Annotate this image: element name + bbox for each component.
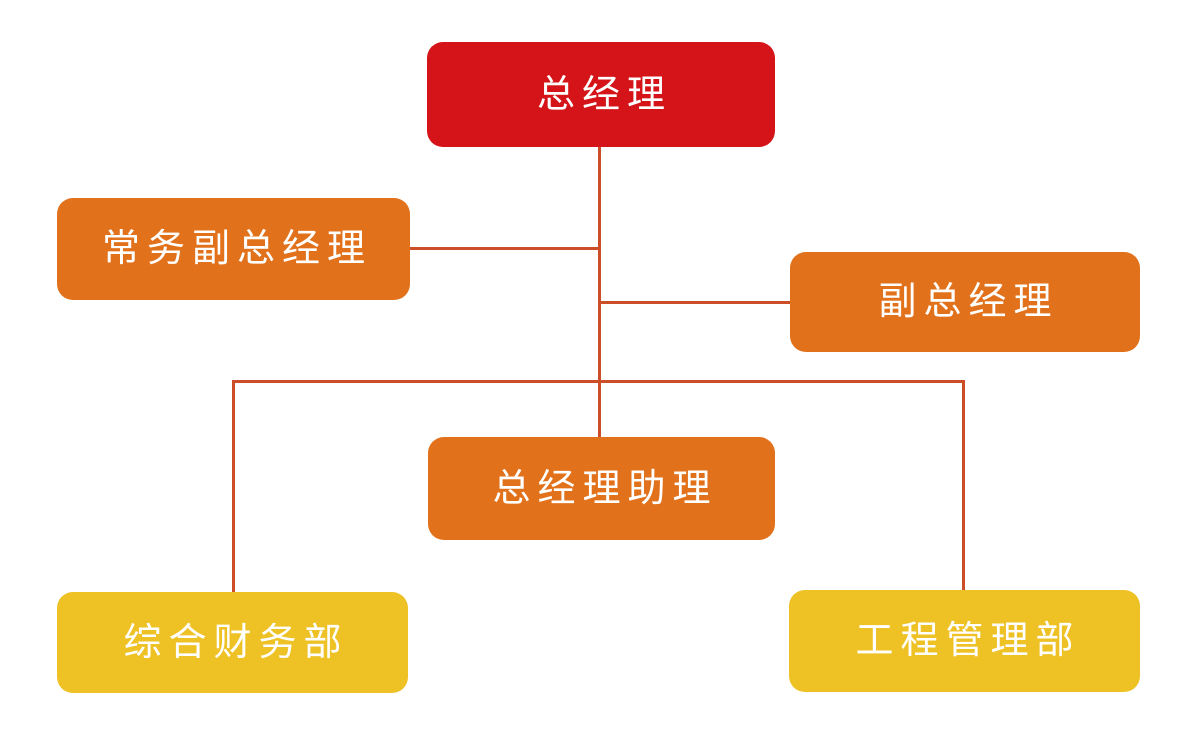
connector-drop-right bbox=[962, 380, 965, 591]
connector-bottom-horizontal bbox=[232, 380, 965, 383]
org-node-general-manager-assistant: 总经理助理 bbox=[428, 437, 775, 540]
connector-branch-right bbox=[600, 301, 790, 304]
connector-center-vertical bbox=[598, 146, 601, 438]
org-node-engineering-department: 工程管理部 bbox=[789, 590, 1140, 692]
org-node-general-manager-label: 总经理 bbox=[536, 73, 672, 116]
org-node-finance-department: 综合财务部 bbox=[57, 592, 408, 693]
connector-drop-left bbox=[232, 380, 235, 592]
connector-branch-left bbox=[410, 247, 600, 250]
org-node-executive-deputy-general-manager-label: 常务副总经理 bbox=[101, 228, 372, 270]
org-node-general-manager: 总经理 bbox=[427, 42, 775, 147]
org-node-deputy-general-manager: 副总经理 bbox=[790, 252, 1140, 352]
org-node-executive-deputy-general-manager: 常务副总经理 bbox=[57, 198, 410, 300]
org-node-general-manager-assistant-label: 总经理助理 bbox=[492, 467, 718, 510]
org-node-finance-department-label: 综合财务部 bbox=[123, 621, 349, 664]
org-node-engineering-department-label: 工程管理部 bbox=[855, 620, 1081, 662]
org-node-deputy-general-manager-label: 副总经理 bbox=[878, 281, 1059, 323]
